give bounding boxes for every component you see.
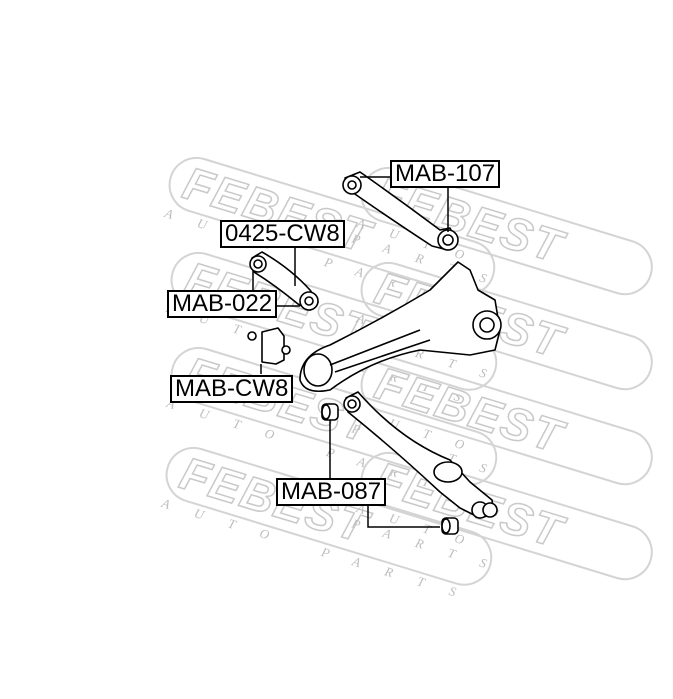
bushing-cw8 [247,327,291,365]
bushing-087-top [321,403,339,421]
bushing-087-bottom [441,517,459,535]
part-label-0425-cw8: 0425-CW8 [220,220,345,248]
upper-control-arm-107 [342,171,459,251]
control-arm-022 [249,251,319,311]
part-label-mab-022: MAB-022 [167,290,278,318]
part-label-mab-107: MAB-107 [390,160,501,188]
lower-control-arm [343,391,498,519]
trailing-arm [299,261,502,393]
part-label-mab-087: MAB-087 [276,478,387,506]
part-label-mab-cw8: MAB-CW8 [170,375,294,403]
